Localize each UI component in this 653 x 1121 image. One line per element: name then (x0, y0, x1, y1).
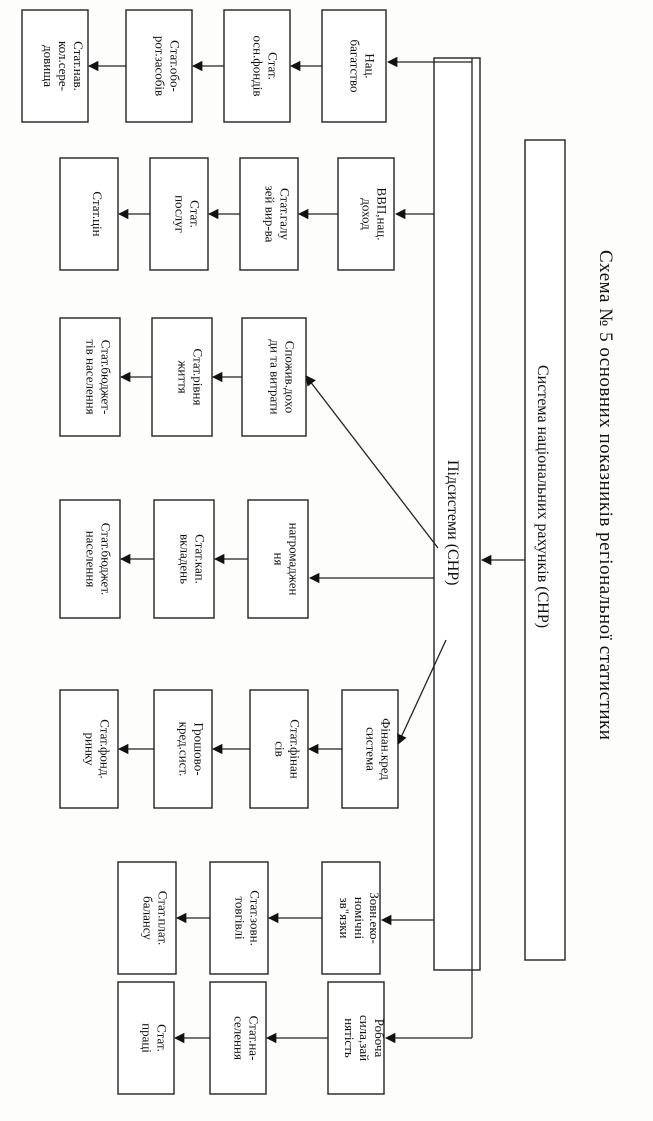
indicator-column: Робочасила,зайнятістьСтат.на-селенняСтат… (117, 968, 473, 1095)
indicator-box: Стат.на-селення (209, 981, 267, 1095)
indicator-label: Стат.зовн. (248, 890, 263, 946)
indicator-label: Стат.на- (247, 1016, 262, 1061)
indicator-box: Стат.послуг (149, 157, 209, 271)
indicator-label: кред.сист. (177, 722, 192, 777)
indicator-column: Нац.багатствоСтат.осн.фондівСтат.обо-рот… (21, 9, 473, 968)
indicator-box: Стат.обо-рот.засобів (125, 9, 193, 123)
indicator-label: послуг (173, 195, 188, 233)
indicator-label: нагромаджен (287, 523, 302, 596)
indicator-label: система (364, 727, 379, 771)
system-box: Система національних рахунків (СНР) (524, 139, 566, 961)
indicator-label: осн.фондів (251, 35, 266, 96)
indicator-label: Стат.кап. (193, 534, 208, 584)
indicator-box: Стат.кап.вкладень (153, 499, 215, 619)
indicator-label: Стат.фінан (288, 719, 303, 778)
indicator-label: селення (232, 1016, 247, 1060)
indicator-label: ня (272, 553, 287, 566)
indicator-label: ВВП,нац. (375, 188, 390, 241)
subsystems-box: Підсистеми (СНР) (433, 57, 481, 971)
indicator-label: зв"язки (337, 898, 352, 939)
indicator-label: Грошово- (192, 722, 207, 775)
indicator-label: праці (140, 1023, 155, 1053)
indicator-label: Стат.цін (90, 191, 105, 236)
indicator-box: Стат.бюджет-тів населення (59, 317, 121, 437)
indicator-box: ВВП,нац.доход (337, 157, 395, 271)
diagram-title: Схема № 5 основних показників регіональн… (595, 250, 616, 740)
indicator-box: Стат.плат.балансу (117, 861, 177, 975)
indicator-label: зей вир-ва (263, 186, 278, 243)
indicator-label: сів (273, 741, 288, 757)
indicator-label: кол.сере- (56, 41, 71, 91)
indicator-label: Стат. (266, 52, 281, 80)
indicator-label: рот.засобів (153, 36, 168, 96)
indicator-label: населення (84, 531, 99, 588)
indicator-label: Стат.галу (278, 188, 293, 240)
indicator-box: Стат.осн.фондів (223, 9, 291, 123)
indicator-label: тів населення (84, 339, 99, 414)
system-label: Система національних рахунків (СНР) (534, 365, 551, 628)
indicator-label: Фінан.кред (379, 718, 394, 780)
indicator-label: багатство (348, 40, 363, 93)
indicator-label: товгівлі (233, 896, 248, 940)
indicator-label: вкладень (178, 534, 193, 584)
indicator-label: Нац. (363, 53, 378, 78)
indicator-label: Стат.обо- (168, 40, 183, 92)
indicator-box: Стат.нав.кол.сере-довища (21, 9, 89, 123)
indicator-label: Спожив.дохо (283, 341, 298, 413)
indicator-label: нятість (342, 1018, 357, 1058)
indicator-label: довища (41, 45, 56, 87)
indicator-box: Стат.цін (59, 157, 119, 271)
indicator-box: Стат.бюджет.населення (59, 499, 121, 619)
indicator-label: балансу (141, 896, 156, 940)
subsystem-arrow (397, 639, 447, 745)
indicator-label: Стат.нав. (71, 41, 86, 91)
indicator-label: Стат. (155, 1024, 170, 1052)
indicator-label: Стат.плат. (156, 891, 171, 946)
subsystem-arrow (305, 375, 439, 549)
indicator-label: Стат.бюджет- (99, 340, 114, 415)
subsystems-label: Підсистеми (СНР) (444, 460, 461, 585)
indicator-label: номічні (352, 897, 367, 940)
indicator-label: Робоча (372, 1019, 387, 1058)
indicator-label: Стат.фонд. (98, 719, 113, 778)
indicator-label: життя (176, 359, 191, 393)
indicator-label: сила,зай (357, 1015, 372, 1061)
indicator-box: Нац.багатство (321, 9, 387, 123)
indicator-label: Стат. (188, 200, 203, 228)
indicator-label: Зовн.еко- (367, 892, 382, 944)
indicator-label: Стат.бюджет. (99, 523, 114, 596)
indicator-box: Стат.фонд.ринку (59, 689, 119, 809)
indicator-label: доход (360, 198, 375, 230)
indicator-columns: Нац.багатствоСтат.осн.фондівСтат.обо-рот… (21, 9, 473, 1095)
indicator-label: ринку (83, 732, 98, 766)
indicator-box: Стат.праці (117, 981, 175, 1095)
indicator-box: Грошово-кред.сист. (153, 689, 213, 809)
indicator-box: Стат.зовн.товгівлі (209, 861, 269, 975)
indicator-label: Стат.рівня (191, 349, 206, 406)
indicator-label: ди та витрати (268, 339, 283, 414)
